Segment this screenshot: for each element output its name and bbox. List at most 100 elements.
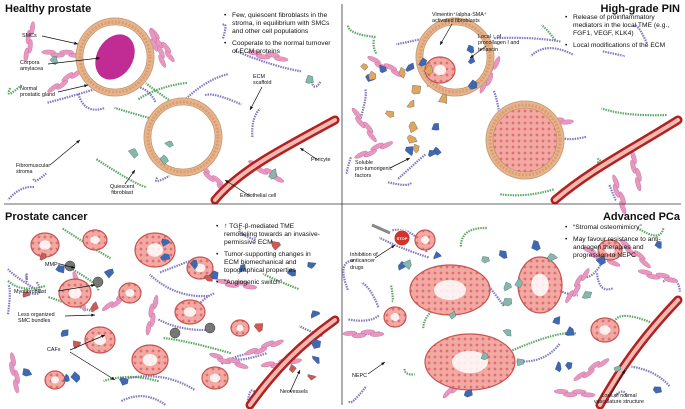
pin-activated-fibroblast <box>405 62 415 72</box>
bullets-advanced: “Stromal osteomimicry” May favour resist… <box>565 224 683 264</box>
smc-cell <box>612 174 620 189</box>
pointer-line <box>49 139 81 166</box>
ecm-fiber <box>345 157 352 175</box>
pca-caf <box>55 265 65 274</box>
ecm-fiber <box>7 280 46 290</box>
smc-bundle <box>630 150 642 192</box>
tumor-lumen <box>147 243 163 257</box>
ecm-fibers-layer <box>6 23 682 406</box>
smc-cell <box>363 121 374 134</box>
pin-activated-fibroblast <box>368 70 377 81</box>
pin-gland-bottom-lumen <box>492 107 558 173</box>
pin-activated-fibroblast <box>379 64 387 73</box>
pointer-head <box>101 335 105 338</box>
ecm-fiber <box>298 324 323 337</box>
smc-cell <box>152 294 159 310</box>
pin-activated-fibroblast <box>405 146 414 157</box>
label-inhibition-drugs: Inhibition of anticancer drugs <box>350 252 378 271</box>
pca-caf <box>189 259 198 270</box>
pca-caf <box>161 238 171 247</box>
pin-activated-fibroblast <box>406 99 415 108</box>
pin-activated-fibroblast <box>398 66 406 79</box>
smc-bundle <box>573 358 610 381</box>
ecm-fiber <box>397 153 427 180</box>
smc-cell <box>150 312 156 327</box>
tumor-lumen <box>142 354 158 366</box>
smc-bundle <box>342 329 385 339</box>
pointer-line <box>439 23 453 46</box>
stop-sign-text: STOP <box>397 236 408 241</box>
quiescent-fibroblast <box>159 154 169 165</box>
ecm-fiber <box>540 24 557 41</box>
blood-vessel-lumen <box>598 298 680 407</box>
tumor-lumen <box>125 289 135 297</box>
advanced-caf <box>502 329 512 337</box>
smc-cell <box>14 369 20 384</box>
smc-cell <box>209 352 224 359</box>
ecm-fiber <box>126 375 196 391</box>
pca-caf <box>288 364 297 374</box>
smc-cell <box>158 54 167 68</box>
pin-activated-fibroblast <box>411 84 422 95</box>
smc-cell <box>9 361 15 376</box>
ecm-fiber <box>204 93 242 106</box>
smc-cell <box>149 29 157 43</box>
panel-title-healthy: Healthy prostate <box>5 3 92 15</box>
pin-gland-top-epithelium <box>418 20 492 94</box>
pointer-line <box>64 314 96 317</box>
smc-cell <box>203 171 215 182</box>
tumor-lumen <box>209 373 221 383</box>
pin-activated-fibroblast <box>438 93 447 104</box>
pca-caf <box>103 268 114 279</box>
ecm-fiber <box>348 385 368 404</box>
pointer-line <box>249 86 263 111</box>
quiescent-fibroblast <box>164 140 174 148</box>
advanced-caf <box>552 316 561 325</box>
healthy-gland-bottom-epithelium <box>146 100 220 174</box>
ecm-fiber <box>342 259 355 291</box>
smc-cell <box>630 159 637 174</box>
ecm-fiber <box>392 228 428 253</box>
pointer-line <box>57 284 96 292</box>
ecm-fiber <box>251 107 261 138</box>
smc-cell <box>562 392 578 398</box>
label-mmps: MMPs <box>45 262 61 268</box>
advanced-caf <box>448 310 456 320</box>
pointer-head <box>91 313 95 317</box>
pin-activated-fibroblast <box>467 79 478 90</box>
tumor-lumen <box>236 324 244 332</box>
label-fibromuscular-stroma: Fibromuscular stroma <box>16 163 51 176</box>
ecm-fiber <box>148 273 208 298</box>
bullet-advanced-2: May favour resistance to anti- androgen … <box>565 236 683 260</box>
smc-bundle <box>612 174 627 215</box>
ecm-fiber <box>612 390 629 398</box>
smc-bundle <box>351 107 377 143</box>
healthy-gland-bottom-lumen <box>150 104 216 170</box>
smc-cell <box>571 389 587 395</box>
pin-activated-fibroblast <box>385 110 394 118</box>
panel-title-pca: Prostate cancer <box>5 211 88 223</box>
ecm-fiber <box>77 93 105 111</box>
ecm-fiber <box>310 81 322 88</box>
pca-caf <box>307 374 317 381</box>
pca-caf <box>312 355 320 364</box>
ecm-fiber <box>613 314 651 324</box>
smc-cell <box>61 72 74 82</box>
ecm-fiber <box>631 365 671 387</box>
pca-caf <box>22 368 33 377</box>
mmp-enzyme <box>92 276 104 288</box>
smc-cell <box>253 346 268 355</box>
bullet-pin-2: Local modifications of the ECM <box>565 42 683 50</box>
pca-caf <box>160 253 171 261</box>
pin-activated-fibroblast <box>431 123 440 131</box>
smc-cell <box>161 41 172 54</box>
advanced-caf <box>516 358 524 367</box>
pin-activated-fibroblast <box>467 55 476 65</box>
pointer-head <box>440 41 444 45</box>
advanced-caf <box>433 251 442 260</box>
label-myofibroblast: Myofibroblast <box>14 289 47 295</box>
smc-cell <box>164 50 175 63</box>
label-smc-bundles: Less organized SMC bundles <box>18 312 55 325</box>
advanced-caf <box>401 259 412 270</box>
tumor-lumen <box>434 64 446 76</box>
